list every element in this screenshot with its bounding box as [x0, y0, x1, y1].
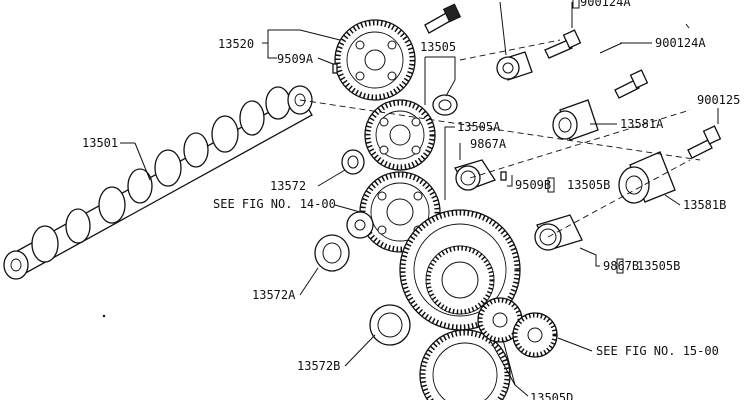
bolt-900125: [687, 125, 722, 159]
label-900124A: 900124A: [655, 36, 706, 50]
label-13572A: 13572A: [252, 288, 296, 302]
label-see-fig-15: SEE FIG NO. 15-00: [596, 344, 719, 358]
pin-9509A: [332, 63, 338, 74]
bolt-900124A-lower: [614, 69, 649, 99]
label-13505: 13505: [420, 40, 456, 54]
stray-dot: [102, 314, 106, 318]
label-box-mark: [547, 177, 555, 193]
shaft-13581B: [618, 151, 676, 204]
collar-900124A-top: [496, 51, 533, 81]
washer-13572: [341, 149, 365, 175]
label-9509B: 9509B: [515, 178, 551, 192]
bolt-900124A-top: [424, 3, 462, 34]
part-labels: 13520 9509A 13505 900124A 900124A 900125…: [82, 0, 740, 400]
label-9509A: 9509A: [277, 52, 314, 66]
leader-lines: [120, 1, 719, 397]
label-13505B: 13505B: [567, 178, 610, 192]
label-13505D: 13505D: [530, 391, 573, 400]
camshaft-13501: [3, 85, 313, 280]
cam-gear-13520: [334, 19, 416, 101]
idler-gear-13505: [364, 99, 436, 171]
bushing-13505: [432, 94, 458, 116]
label-13520: 13520: [218, 37, 254, 51]
shaft-13581A: [552, 99, 599, 141]
label-13581B: 13581B: [683, 198, 726, 212]
label-13505A: 13505A: [457, 120, 501, 134]
washer-13572B: [369, 304, 411, 346]
bushing-9867B: [534, 214, 583, 251]
bushing-9867A: [454, 159, 496, 191]
label-box-mark: [572, 0, 580, 9]
label-13572: 13572: [270, 179, 306, 193]
label-13505B-lower: 13505B: [637, 259, 680, 273]
label-9867B: 9867B: [603, 259, 639, 273]
washer-13572A: [314, 234, 350, 272]
label-13581A: 13581A: [620, 117, 664, 131]
label-9867A: 9867A: [470, 137, 507, 151]
label-13572B: 13572B: [297, 359, 340, 373]
pin-9509B: [500, 171, 507, 181]
gear-13505D: [419, 297, 558, 400]
stray-tick: [685, 23, 690, 29]
label-900125: 900125: [697, 93, 740, 107]
label-see-fig-14: SEE FIG NO. 14-00: [213, 197, 336, 211]
assembly-centerlines: [299, 39, 701, 238]
bolt-900124A: [544, 29, 582, 59]
label-13501: 13501: [82, 136, 118, 150]
label-box-mark: [616, 258, 624, 274]
label-900124A-top: 900124A: [580, 0, 631, 9]
